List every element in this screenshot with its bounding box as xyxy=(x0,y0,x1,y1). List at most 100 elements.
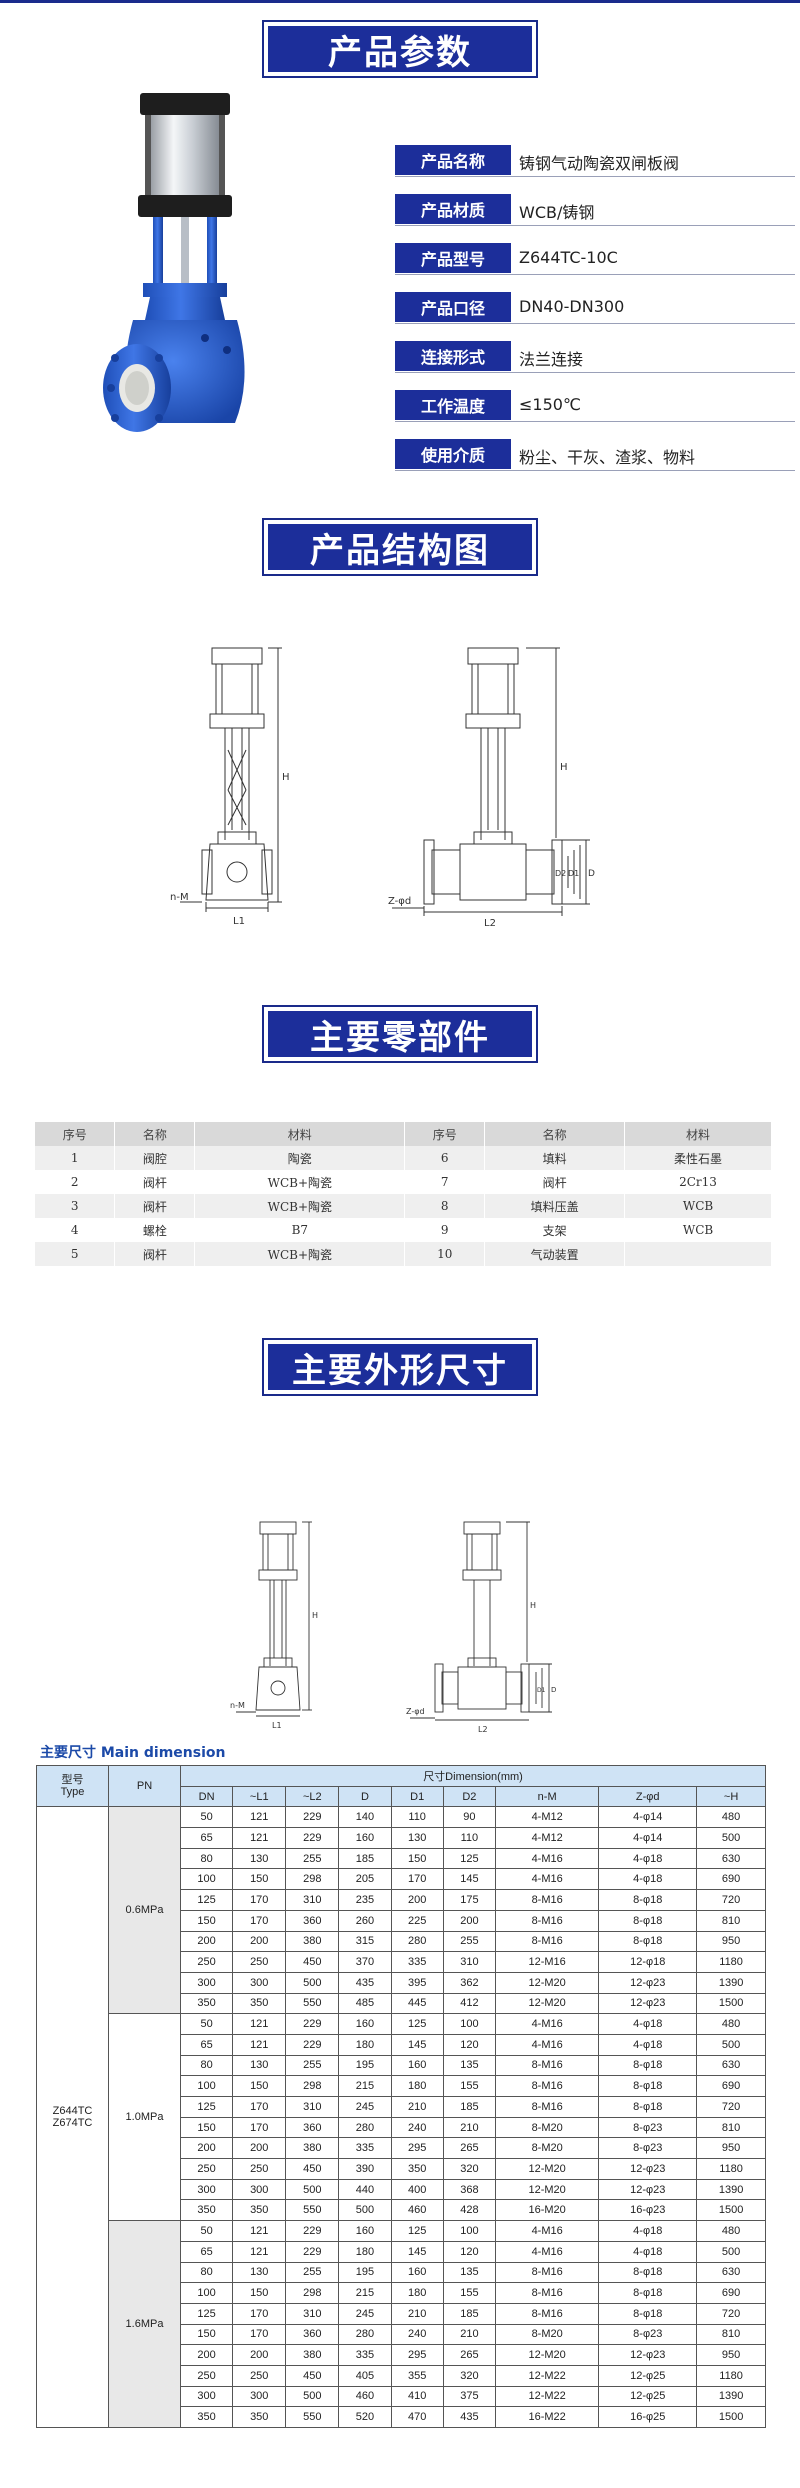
param-label: 连接形式 xyxy=(395,341,511,371)
table-cell: 362 xyxy=(442,1971,497,1994)
table-cell: 121 xyxy=(232,2240,287,2263)
table-cell: 阀杆 xyxy=(114,1194,196,1218)
table-cell: 360 xyxy=(285,1909,340,1932)
label-h-side: H xyxy=(560,762,568,773)
table-cell: 185 xyxy=(442,2302,497,2325)
dimension-drawing: L1 n-M H L2 Z-φd H D D1 xyxy=(230,1521,556,1733)
table-cell: 240 xyxy=(390,2116,444,2139)
param-value: ≤150℃ xyxy=(519,395,581,414)
table-cell: 16-M20 xyxy=(494,2199,600,2222)
table-cell: 450 xyxy=(285,1951,340,1973)
table-cell: 200 xyxy=(179,2344,234,2366)
table-cell: 450 xyxy=(285,2364,340,2387)
table-cell: 8-M16 xyxy=(494,2261,600,2284)
table-cell: 8-M16 xyxy=(494,1909,600,1932)
label-d2: D2 xyxy=(555,869,566,878)
pn-cell: 0.6MPa xyxy=(108,1806,181,2015)
parts-header-name: 名称 xyxy=(484,1122,626,1146)
table-cell: 412 xyxy=(442,1992,497,2015)
table-cell: 480 xyxy=(696,1806,766,1829)
table-cell: 8-φ18 xyxy=(598,1889,698,1911)
table-cell: 350 xyxy=(232,2199,287,2222)
table-cell: 260 xyxy=(338,1909,392,1932)
table-cell: 480 xyxy=(696,2013,766,2035)
table-cell: 150 xyxy=(232,2282,287,2304)
table-cell: 215 xyxy=(338,2075,392,2097)
table-cell xyxy=(624,1242,772,1266)
table-cell: 125 xyxy=(179,2302,234,2325)
structure-drawing-front xyxy=(180,647,282,912)
param-label: 产品材质 xyxy=(395,194,511,224)
table-cell: 375 xyxy=(442,2385,497,2408)
table-cell: 310 xyxy=(442,1951,497,1973)
table-cell: 1180 xyxy=(696,1951,766,1973)
table-cell: 200 xyxy=(232,1930,287,1953)
table-cell: 350 xyxy=(179,2406,234,2428)
dim-col-header: DN xyxy=(179,1785,234,1808)
table-cell: 300 xyxy=(232,2178,287,2201)
table-cell: 50 xyxy=(179,2220,234,2242)
table-cell: 229 xyxy=(285,2220,340,2242)
table-cell: 205 xyxy=(338,1868,392,1891)
table-cell: 390 xyxy=(338,2158,392,2180)
label-l1-small: L1 xyxy=(272,1721,282,1730)
table-cell: 380 xyxy=(285,2344,340,2366)
table-cell: 405 xyxy=(338,2364,392,2387)
table-cell: 229 xyxy=(285,2013,340,2035)
table-cell: 7 xyxy=(404,1170,486,1194)
table-cell: 170 xyxy=(232,2323,287,2346)
table-cell: 1390 xyxy=(696,2385,766,2408)
table-cell: 298 xyxy=(285,1868,340,1891)
table-cell: B7 xyxy=(194,1218,406,1242)
table-cell: 65 xyxy=(179,1827,234,1849)
table-cell: 360 xyxy=(285,2116,340,2139)
table-cell: 2 xyxy=(35,1170,116,1194)
parts-table-header: 序号 名称 材料 序号 名称 材料 xyxy=(35,1122,772,1146)
table-cell: 170 xyxy=(232,2302,287,2325)
table-cell: 150 xyxy=(232,2075,287,2097)
table-cell: 80 xyxy=(179,2261,234,2284)
table-cell: 160 xyxy=(390,2261,444,2284)
table-cell: 229 xyxy=(285,1806,340,1829)
table-cell: 170 xyxy=(232,1889,287,1911)
table-cell: 12-M16 xyxy=(494,1951,600,1973)
table-cell: 170 xyxy=(390,1868,444,1891)
table-cell: 16-M22 xyxy=(494,2406,600,2428)
table-cell: 255 xyxy=(285,2261,340,2284)
table-cell: 5 xyxy=(35,1242,116,1266)
table-cell: 150 xyxy=(179,1909,234,1932)
table-cell: 350 xyxy=(232,2406,287,2428)
table-cell: 80 xyxy=(179,1847,234,1870)
label-h-side-small: H xyxy=(530,1601,536,1610)
table-cell: 121 xyxy=(232,2220,287,2242)
table-cell: 50 xyxy=(179,2013,234,2035)
parts-header-no: 序号 xyxy=(35,1122,116,1146)
table-cell: 180 xyxy=(338,2033,392,2056)
table-cell: 195 xyxy=(338,2261,392,2284)
table-cell: 130 xyxy=(232,2261,287,2284)
table-cell: 170 xyxy=(232,1909,287,1932)
dimension-table: 型号 Type PN 尺寸Dimension(mm) DN ~L1 ~L2 D … xyxy=(36,1764,766,2428)
dim-col-header: ~H xyxy=(696,1785,766,1808)
table-cell: 235 xyxy=(338,1889,392,1911)
label-l1: L1 xyxy=(233,916,245,927)
table-cell: 110 xyxy=(442,1827,497,1849)
table-cell: 335 xyxy=(338,2344,392,2366)
table-cell: 螺栓 xyxy=(114,1218,196,1242)
table-cell: 8-M20 xyxy=(494,2116,600,2139)
table-cell: 8 xyxy=(404,1194,486,1218)
table-cell: 720 xyxy=(696,2096,766,2118)
table-cell: 255 xyxy=(285,1847,340,1870)
table-cell: 280 xyxy=(390,1930,444,1953)
table-cell: 12-φ23 xyxy=(598,2158,698,2180)
table-cell: 280 xyxy=(338,2116,392,2139)
table-cell: 121 xyxy=(232,2013,287,2035)
table-cell: 630 xyxy=(696,2054,766,2077)
